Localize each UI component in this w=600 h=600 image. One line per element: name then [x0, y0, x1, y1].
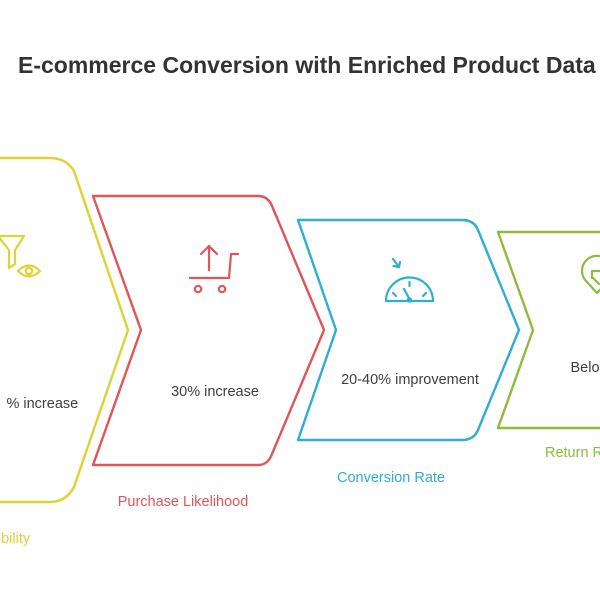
step-3-value: 20-40% improvement	[341, 372, 479, 388]
step-2-chevron	[91, 194, 326, 467]
step-4-label: Return R	[544, 445, 600, 461]
step-1-chevron	[0, 156, 130, 504]
step-3-chevron	[296, 218, 521, 442]
step-3-label: Conversion Rate	[337, 470, 445, 486]
step-4-chevron	[496, 230, 600, 430]
step-1-value: % increase	[6, 396, 79, 412]
step-2-label: Purchase Likelihood	[117, 494, 249, 510]
speedometer-icon	[384, 257, 435, 303]
funnel-eye-icon	[0, 234, 42, 278]
location-pin-icon	[580, 254, 600, 295]
step-1-label: ibility	[0, 531, 31, 547]
shopping-cart-icon	[188, 244, 240, 294]
step-4-value: Belo	[570, 360, 600, 376]
step-2-value: 30% increase	[171, 384, 259, 400]
diagram-title: E-commerce Conversion with Enriched Prod…	[18, 52, 596, 78]
